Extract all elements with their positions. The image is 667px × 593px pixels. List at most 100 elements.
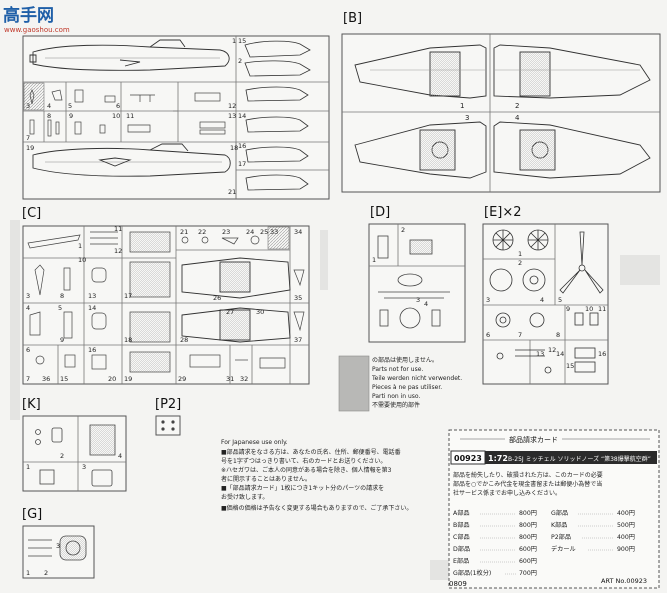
part-number: 6 <box>486 331 490 339</box>
clear-parts-g <box>28 535 87 561</box>
part-number: 1 <box>78 242 82 250</box>
part-number: 3 <box>416 296 420 304</box>
part-number: 9 <box>566 305 570 313</box>
part-number: 21 <box>228 188 236 196</box>
card-description: 社サービス係までお申し込みください。 <box>453 489 561 497</box>
part-number: 9 <box>60 336 64 344</box>
price-row: デカール 900円 <box>551 545 635 553</box>
engine-parts-d <box>377 235 450 329</box>
price-row: G部品(1枚分) 700円 <box>453 569 537 577</box>
price-label: G部品 <box>551 509 568 517</box>
sprue-g-frame: [G] 1 2 3 <box>22 507 95 579</box>
price-row: K部品 500円 <box>551 521 635 529</box>
price-value: 500円 <box>617 522 635 529</box>
part-number: 4 <box>118 452 122 460</box>
part-number: 4 <box>540 296 544 304</box>
legend-line: 不需要使用的部件 <box>372 401 420 409</box>
price-value: 600円 <box>519 558 537 565</box>
part-number: 3 <box>26 292 30 300</box>
sprue-e-frame: [E]×2 <box>482 205 609 385</box>
unused-parts-legend: の部品は使用しません。 Parts not for use. Teile wer… <box>338 355 462 412</box>
part-number: 2 <box>60 452 64 460</box>
part-number: 29 <box>178 375 186 383</box>
part-number: 16 <box>238 142 246 150</box>
wing-upper-right <box>493 44 651 99</box>
part-number: 34 <box>294 228 302 236</box>
tailplane <box>181 257 291 299</box>
part-number: 26 <box>213 294 221 302</box>
part-number: 35 <box>294 294 302 302</box>
legend-line: Teile werden nicht verwendet. <box>371 375 462 382</box>
legend-line: Pieces à ne pas utiliser. <box>372 384 442 391</box>
propeller-and-engine-parts <box>489 229 604 374</box>
price-value: 400円 <box>617 510 635 517</box>
part-number: 24 <box>246 228 254 236</box>
part-number: 15 <box>60 375 68 383</box>
price-value: 600円 <box>519 546 537 553</box>
part-number: 12 <box>228 102 236 110</box>
price-value: 400円 <box>617 534 635 541</box>
part-number: 7 <box>518 331 522 339</box>
part-number: 2 <box>44 569 48 577</box>
part-number: 3 <box>465 114 469 122</box>
sprue-a-frame: 1 15 2 3 4 5 6 7 8 9 10 11 12 13 14 16 1… <box>22 35 330 200</box>
part-number: 2 <box>401 226 405 234</box>
price-label: E部品 <box>453 557 469 565</box>
part-number: 37 <box>294 336 302 344</box>
part-number: 36 <box>42 375 50 383</box>
part-number: 5 <box>58 304 62 312</box>
price-row: E部品 600円 <box>453 557 537 565</box>
part-number: 4 <box>424 300 428 308</box>
part-number: 6 <box>116 102 120 110</box>
part-number: 14 <box>238 112 246 120</box>
part-number: 3 <box>486 296 490 304</box>
part-number: 5 <box>558 296 562 304</box>
japanese-notes: For Japanese use only. ■部品請求をなさる方は、あなたの氏… <box>221 439 412 512</box>
section-label-c: [C] <box>22 206 41 221</box>
nose-parts <box>244 40 311 191</box>
section-label-k: [K] <box>22 397 41 412</box>
wing-upper-left <box>354 44 487 99</box>
part-number: 1 <box>518 250 522 258</box>
card-footer-number: 0809 <box>449 580 467 588</box>
part-number: 17 <box>238 160 246 168</box>
site-watermark: 高手网 www.gaoshou.com <box>3 5 70 34</box>
section-label-b: [B] <box>343 11 362 26</box>
price-row: P2部品 400円 <box>551 533 635 541</box>
price-label: デカール <box>551 545 576 553</box>
part-number: 4 <box>515 114 520 122</box>
part-number: 27 <box>226 308 234 316</box>
part-number: 32 <box>240 375 248 383</box>
notes-heading: For Japanese use only. <box>221 439 288 446</box>
part-number: 3 <box>82 463 86 471</box>
product-bar <box>485 451 657 464</box>
watermark-brand: 高手网 <box>3 5 54 26</box>
notes-line: 号を1字ずつはっきり書いて、右のカードとお送りください。 <box>221 457 386 465</box>
part-number: 2 <box>238 57 242 65</box>
part-number: 22 <box>198 228 206 236</box>
part-number: 12 <box>548 346 556 354</box>
card-description: 部品を○でかこみ代金を現金書留または郵便小為替で当 <box>453 480 602 488</box>
wing-lower-right <box>493 121 651 179</box>
price-row: D部品 600円 <box>453 545 537 553</box>
part-number: 13 <box>228 112 236 120</box>
part-number: 1 <box>232 37 236 45</box>
section-label-d: [D] <box>370 205 390 220</box>
part-number: 1 <box>372 256 376 264</box>
card-title: 部品請求カード <box>509 435 558 444</box>
part-number: 3 <box>56 542 60 550</box>
part-number: 28 <box>180 336 188 344</box>
price-label: D部品 <box>453 545 470 553</box>
small-parts-k <box>35 424 116 487</box>
watermark-url: www.gaoshou.com <box>4 26 70 34</box>
part-number: 8 <box>47 112 51 120</box>
section-label-g: [G] <box>22 507 42 522</box>
part-number: 33 <box>270 228 278 236</box>
unused-swatch <box>338 355 370 412</box>
part-number: 10 <box>78 256 86 264</box>
horizontal-stabilizer <box>181 307 291 343</box>
part-number: 1 <box>26 463 30 471</box>
part-number: 12 <box>114 247 122 255</box>
price-label: K部品 <box>551 521 567 529</box>
part-number: 8 <box>556 331 560 339</box>
